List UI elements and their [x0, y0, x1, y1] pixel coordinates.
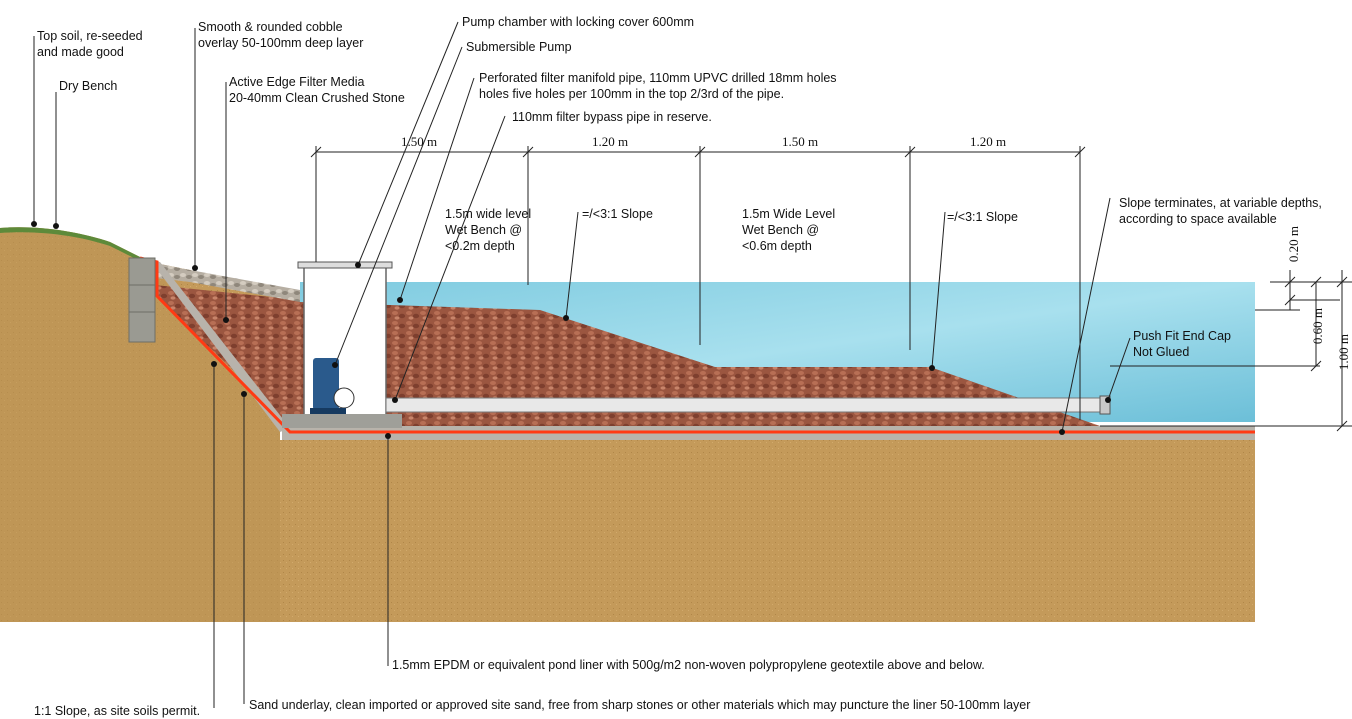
label-slope-site: 1:1 Slope, as site soils permit.: [34, 704, 201, 718]
label-wet-bench-deep-line-3: <0.6m depth: [742, 239, 812, 253]
submersible-pump-body: [313, 358, 339, 410]
label-wet-bench-deep-line-2: Wet Bench @: [742, 223, 820, 237]
label-manifold-line-2: holes five holes per 100mm in the top 2/…: [479, 87, 785, 101]
label-bypass: 110mm filter bypass pipe in reserve.: [512, 110, 712, 124]
label-submersible-pump: Submersible Pump: [466, 40, 572, 54]
label-slope-terminates-line-1: Slope terminates, at variable depths,: [1119, 196, 1322, 210]
dim-v-1: 0.20 m: [1286, 225, 1302, 263]
label-top-soil-line-2: and made good: [37, 45, 124, 59]
edge-wall: [128, 257, 156, 343]
label-wet-bench-deep: 1.5m Wide Level Wet Bench @ <0.6m depth: [742, 206, 835, 254]
label-wet-bench-shallow-line-1: 1.5m wide level: [445, 207, 532, 221]
dim-v-2: 0.60 m: [1310, 307, 1326, 345]
leader-lines: [33, 21, 1131, 708]
gravel-media: [156, 290, 1100, 426]
label-liner: 1.5mm EPDM or equivalent pond liner with…: [392, 658, 985, 672]
manifold-pipe: [385, 397, 1107, 413]
label-end-cap: Push Fit End Cap Not Glued: [1133, 328, 1231, 360]
label-wet-bench-shallow-line-2: Wet Bench @: [445, 223, 523, 237]
label-end-cap-line-2: Not Glued: [1133, 345, 1190, 359]
grass-strip: [0, 227, 150, 266]
label-dry-bench: Dry Bench: [59, 79, 118, 93]
soil-slope: [0, 227, 280, 622]
horizontal-dimension-lines: [310, 146, 1086, 420]
chamber-cover: [297, 261, 393, 269]
pump-outlet: [333, 387, 355, 409]
label-active-edge-line-1: Active Edge Filter Media: [229, 75, 365, 89]
label-top-soil: Top soil, re-seeded and made good: [37, 28, 143, 60]
end-cap: [1099, 395, 1111, 415]
label-slope-2: =/<3:1 Slope: [947, 210, 1018, 224]
label-slope-terminates: Slope terminates, at variable depths, ac…: [1119, 195, 1322, 227]
dim-h-1: 1.50 m: [401, 134, 438, 149]
vertical-dimension-lines: [1100, 270, 1352, 432]
sand-slope: [150, 260, 290, 432]
label-sand-underlay: Sand underlay, clean imported or approve…: [249, 698, 1031, 712]
label-wet-bench-deep-line-1: 1.5m Wide Level: [742, 207, 836, 221]
leader-dots: [31, 221, 1111, 439]
dim-h-4: 1.20 m: [970, 134, 1007, 149]
label-end-cap-line-1: Push Fit End Cap: [1133, 329, 1231, 343]
label-cobble-line-1: Smooth & rounded cobble: [198, 20, 343, 34]
label-cobble: Smooth & rounded cobble overlay 50-100mm…: [198, 19, 363, 51]
cobble-overlay: [150, 262, 300, 302]
label-wet-bench-shallow: 1.5m wide level Wet Bench @ <0.2m depth: [445, 206, 531, 254]
label-slope-1: =/<3:1 Slope: [582, 207, 653, 221]
label-slope-terminates-line-2: according to space available: [1119, 212, 1277, 226]
dim-v-3: 1.00 m: [1336, 333, 1352, 371]
ground-soil: [0, 227, 1255, 622]
label-wet-bench-shallow-line-3: <0.2m depth: [445, 239, 515, 253]
label-cobble-line-2: overlay 50-100mm deep layer: [198, 36, 364, 50]
label-active-edge: Active Edge Filter Media 20-40mm Clean C…: [229, 74, 405, 106]
label-manifold-line-1: Perforated filter manifold pipe, 110mm U…: [479, 71, 837, 85]
dim-h-3: 1.50 m: [782, 134, 819, 149]
label-active-edge-line-2: 20-40mm Clean Crushed Stone: [229, 91, 405, 105]
dim-h-2: 1.20 m: [592, 134, 629, 149]
label-pump-chamber: Pump chamber with locking cover 600mm: [462, 15, 695, 29]
label-manifold: Perforated filter manifold pipe, 110mm U…: [479, 70, 837, 102]
label-top-soil-line-1: Top soil, re-seeded: [37, 29, 143, 43]
